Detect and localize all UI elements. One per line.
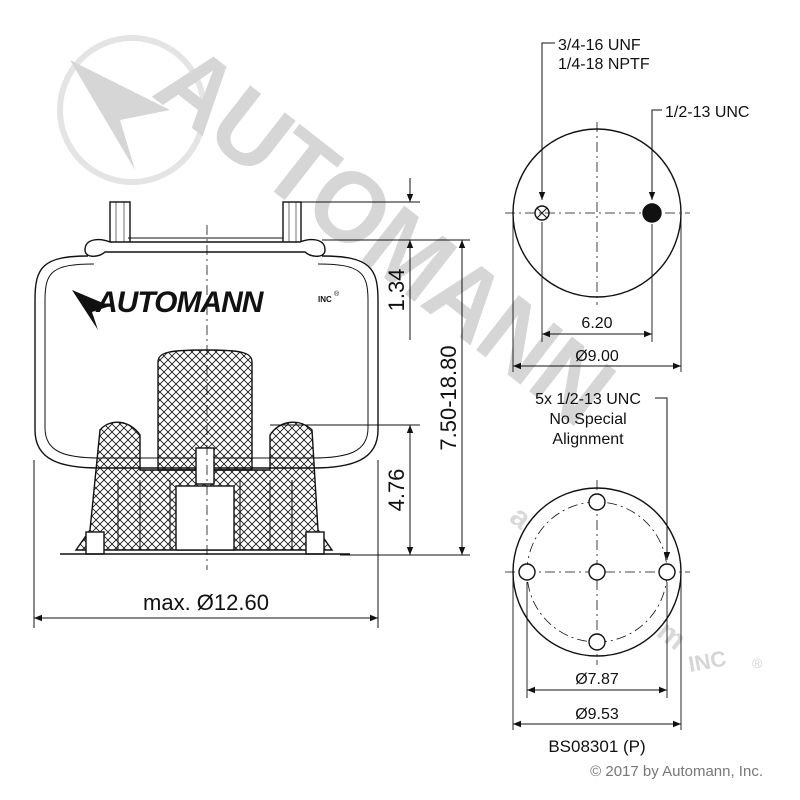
dim-top-1-34: 1.34: [384, 269, 409, 312]
copyright: © 2017 by Automann, Inc.: [590, 763, 763, 780]
bolt-hole-top: [588, 493, 606, 511]
bead-plate: [84, 238, 326, 257]
side-dimensions: [33, 178, 470, 628]
dim-top-plate-diameter: Ø9.00: [575, 348, 619, 365]
top-stud-left: [109, 201, 131, 249]
dim-bolt-circle: Ø7.87: [575, 671, 619, 688]
dim-piston-4-76: 4.76: [384, 469, 409, 512]
dim-height-range: 7.50-18.80: [436, 345, 461, 450]
air-fitting-hole: [534, 205, 550, 221]
bottom-plate-view: [505, 397, 690, 730]
bolt-hole-left: [518, 563, 536, 581]
logo-registered: ®: [334, 290, 340, 298]
center-bolt: [195, 447, 215, 485]
air-fitting-label-2: 1/4-18 NPTF: [558, 56, 650, 73]
bellows-logo: AUTOMANN INC ®: [72, 286, 340, 330]
holes-label-3: Alignment: [552, 431, 624, 448]
top-plate-view: [505, 42, 690, 372]
dim-max-diameter: max. Ø12.60: [143, 590, 269, 615]
watermark-logo-circle: [57, 35, 207, 185]
stud-hole: [642, 203, 662, 223]
bumper: [157, 349, 253, 471]
watermark-logo-mark: [70, 60, 170, 170]
watermark-inc: INC: [687, 646, 729, 677]
watermark-registered: ®: [752, 655, 763, 671]
bolt-hole-center: [588, 563, 606, 581]
logo-mark-icon: [72, 290, 110, 330]
bolt-hole-right: [658, 563, 676, 581]
holes-label-2: No Special: [549, 411, 626, 428]
dim-stud-spacing: 6.20: [581, 315, 612, 332]
logo-brand: AUTOMANN: [95, 286, 265, 319]
air-spring-side-view: [34, 201, 379, 570]
bolt-hole-bottom: [588, 633, 606, 651]
stud-label: 1/2-13 UNC: [665, 104, 749, 121]
logo-inc: INC: [318, 295, 332, 304]
top-stud-right: [282, 201, 302, 249]
holes-label-1: 5x 1/2-13 UNC: [535, 391, 641, 408]
dim-bottom-plate-diameter: Ø9.53: [575, 706, 619, 723]
part-number: BS08301 (P): [548, 737, 645, 756]
air-fitting-label-1: 3/4-16 UNF: [558, 37, 641, 54]
